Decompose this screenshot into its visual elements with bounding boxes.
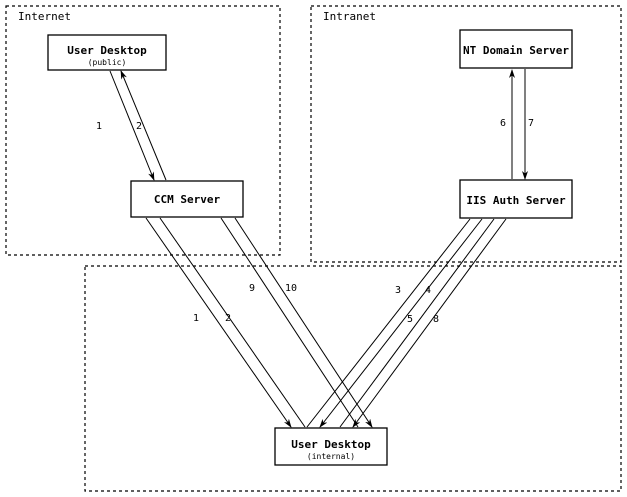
step-label-3: 3 [395, 285, 401, 296]
zone-intranet: Intranet [310, 5, 622, 263]
node-iis-auth-server[interactable]: IIS Auth Server [459, 179, 573, 219]
step-label-1: 1 [96, 121, 102, 132]
flow-line-1-public-to-ccm [109, 70, 155, 181]
zone-intranet-label: Intranet [323, 10, 376, 23]
zone-intranet-border [310, 5, 622, 263]
node-iis-auth-server-box[interactable] [459, 179, 573, 219]
step-label-7: 7 [528, 118, 534, 129]
node-iis-auth-server-title: IIS Auth Server [466, 194, 566, 207]
node-user-desktop-internal-box[interactable] [274, 427, 388, 466]
step-label-2: 2 [136, 121, 142, 132]
node-user-desktop-public-box[interactable] [47, 34, 167, 71]
node-user-desktop-public-subtitle: (public) [88, 58, 127, 67]
zone-internet-border [5, 5, 281, 256]
node-user-desktop-internal-subtitle: (internal) [307, 452, 355, 461]
flow-line-10-ccm-to-internal [234, 217, 373, 428]
node-ccm-server-box[interactable] [130, 180, 244, 218]
flow-line-1b-ccm-to-internal [145, 217, 292, 428]
flow-line-9-internal-to-ccm [220, 217, 359, 428]
step-label-10: 10 [285, 283, 297, 294]
zone-internet-label: Internet [18, 10, 71, 23]
step-label-4: 4 [425, 285, 431, 296]
step-label-2b: 2 [225, 313, 231, 324]
node-nt-domain-server-box[interactable] [459, 29, 573, 69]
flow-line-8-iis-to-internal [352, 218, 507, 428]
step-label-6: 6 [500, 118, 506, 129]
node-user-desktop-internal-title: User Desktop [291, 438, 371, 451]
zone-internal-network [84, 265, 622, 492]
flow-line-4-iis-to-internal [319, 218, 483, 428]
node-user-desktop-public-title: User Desktop [67, 44, 147, 57]
step-label-8: 8 [433, 314, 439, 325]
zone-internet: Internet [5, 5, 281, 256]
step-label-9: 9 [249, 283, 255, 294]
node-nt-domain-server[interactable]: NT Domain Server [459, 29, 573, 69]
step-label-5: 5 [407, 314, 413, 325]
node-user-desktop-internal[interactable]: User Desktop (internal) [274, 427, 388, 466]
node-ccm-server[interactable]: CCM Server [130, 180, 244, 218]
flow-line-3-internal-to-iis [306, 218, 471, 428]
node-nt-domain-server-title: NT Domain Server [463, 44, 569, 57]
flow-line-2-ccm-to-public [120, 70, 167, 181]
node-ccm-server-title: CCM Server [154, 193, 221, 206]
flow-line-5-internal-to-iis [339, 218, 495, 428]
flow-line-2b-internal-to-ccm [159, 217, 306, 428]
zone-internal-border [84, 265, 622, 492]
step-label-1b: 1 [193, 313, 199, 324]
node-user-desktop-public[interactable]: User Desktop (public) [47, 34, 167, 71]
